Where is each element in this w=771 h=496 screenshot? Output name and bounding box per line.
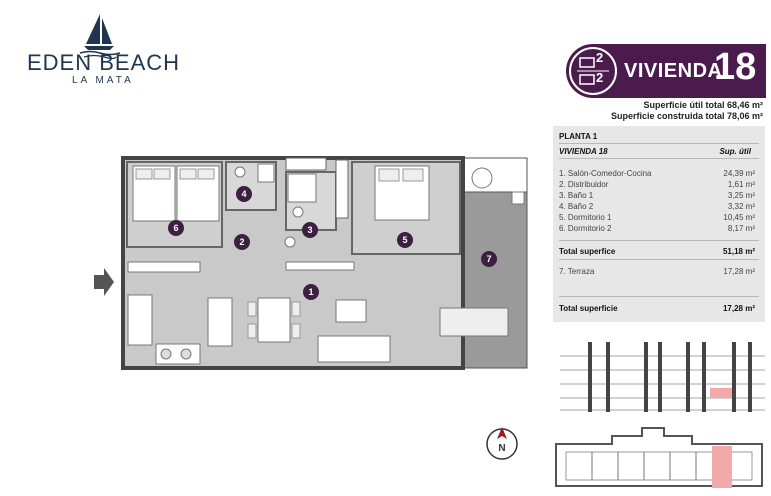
bath-icon [579,74,595,85]
room-area: 24,39 m² [723,169,755,178]
column-header: Sup. útil [719,147,751,156]
room-marker-label: 5 [402,235,407,245]
bed-bath-icons [569,47,617,95]
entrance-arrow-icon [94,268,114,296]
bathrooms-count: 2 [596,70,604,85]
room-name: 2. Distribuidor [559,180,609,189]
unit-title: VIVIENDA [624,60,723,82]
room-marker-1 [303,284,319,300]
room-area: 1,61 m² [727,180,755,189]
total-label: Total superfice [559,247,616,256]
room-name: 3. Baño 1 [559,191,594,200]
room-marker-5 [397,232,413,248]
floor-plan: 1 2 3 4 5 6 7 [94,156,528,370]
room-marker-3 [302,222,318,238]
room-area: 10,45 m² [723,213,755,222]
terrace-area: 17,28 m² [723,267,755,276]
compass-label: N [498,443,505,454]
unit-highlight [710,388,732,398]
room-marker-label: 1 [308,287,313,297]
room-marker-2 [234,234,250,250]
total-value: 51,18 m² [722,247,755,256]
terrace-name: 7. Terraza [559,267,595,276]
useful-surface-total: Superficie útil total 68,46 m² [643,100,763,110]
room-area: 8,17 m² [727,224,755,233]
unit-label: VIVIENDA 18 [559,147,608,156]
unit-number: 18 [714,46,757,88]
room-marker-label: 2 [239,237,244,247]
room-marker-4 [236,186,252,202]
building-elevation-map [560,342,765,412]
total2-label: Total superficie [559,304,618,313]
room-name: 5. Dormitorio 1 [559,213,612,222]
room-area: 3,32 m² [727,202,755,211]
room-name: 4. Baño 2 [559,202,594,211]
room-marker-label: 7 [486,254,491,264]
room-name: 6. Dormitorio 2 [559,224,612,233]
north-compass-icon: N [486,427,518,460]
built-surface-total: Superficie construida total 78,06 m² [610,111,763,121]
room-marker-label: 6 [173,223,178,233]
room-name: 1. Salón-Comedor-Cocina [559,169,652,178]
room-marker-label: 3 [307,225,312,235]
surface-table: PLANTA 1 VIVIENDA 18 Sup. útil 1. Salón-… [553,126,765,322]
bedrooms-count: 2 [596,50,604,65]
room-marker-7 [481,251,497,267]
room-marker-6 [168,220,184,236]
bed-icon [579,57,595,68]
room-area: 3,25 m² [727,191,755,200]
unit-highlight [712,446,732,488]
total2-value: 17,28 m² [722,304,755,313]
brand-logo-boat-icon [79,14,121,60]
building-floor-map [555,427,763,488]
brand-location: LA MATA [72,75,134,86]
terrace-floor [463,192,527,368]
brand-name: EDEN BEACH [27,50,181,75]
floor-label: PLANTA 1 [559,132,598,141]
room-marker-label: 4 [241,189,246,199]
